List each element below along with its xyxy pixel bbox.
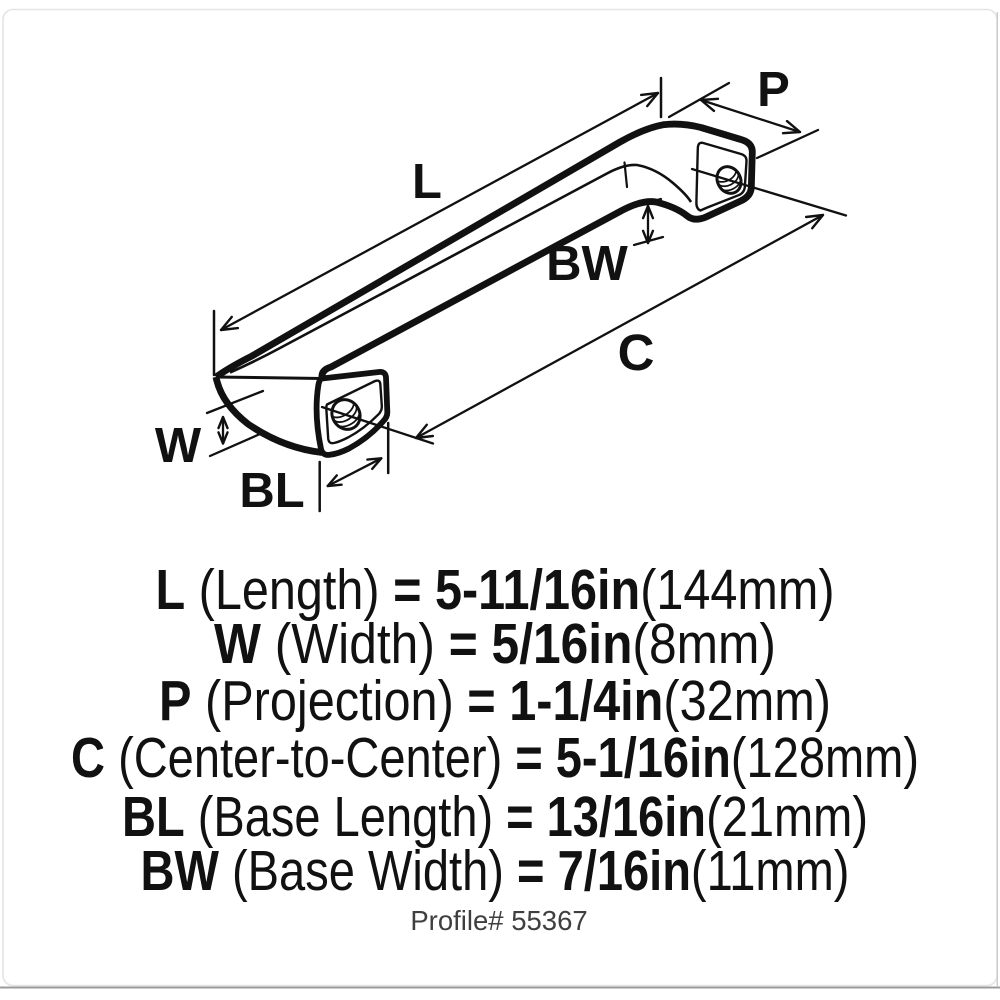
svg-text:C: C [618, 324, 655, 381]
svg-text:BL (Base Length) = 13/16in(21m: BL (Base Length) = 13/16in(21mm) [122, 785, 868, 849]
svg-text:Profile# 55367: Profile# 55367 [410, 905, 587, 936]
svg-text:L: L [412, 155, 442, 209]
svg-text:C (Center-to-Center) = 5-1/16i: C (Center-to-Center) = 5-1/16in(128mm) [71, 726, 919, 790]
svg-text:W: W [155, 419, 202, 473]
svg-text:BW: BW [546, 237, 628, 291]
svg-text:BW (Base Width) = 7/16in(11mm): BW (Base Width) = 7/16in(11mm) [141, 839, 850, 903]
svg-text:P (Projection) = 1-1/4in(32mm): P (Projection) = 1-1/4in(32mm) [159, 669, 831, 733]
svg-text:P: P [757, 63, 790, 117]
svg-text:BL: BL [239, 464, 304, 518]
svg-text:W (Width) = 5/16in(8mm): W (Width) = 5/16in(8mm) [214, 612, 776, 676]
svg-text:L (Length) = 5-11/16in(144mm): L (Length) = 5-11/16in(144mm) [156, 558, 835, 622]
